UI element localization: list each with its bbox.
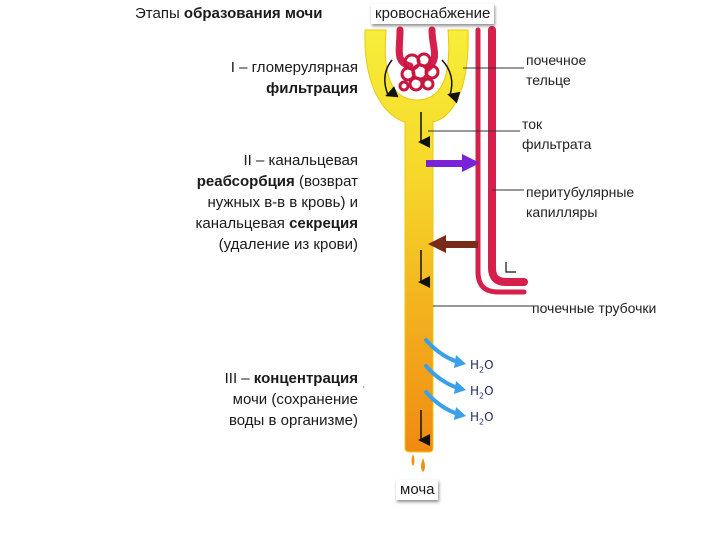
water-label: H2O xyxy=(470,410,494,427)
stage1-label: I – гломерулярная фильтрация xyxy=(230,59,358,97)
peritubular-capillaries-label: перитубулярные капилляры xyxy=(526,184,635,220)
capsule-flow-arrows xyxy=(384,59,461,104)
renal-corpuscle-label: почечное тельце xyxy=(526,52,587,88)
urine-drops xyxy=(411,454,425,472)
blood-supply-label: кровоснабжение xyxy=(371,4,495,24)
secretion-arrow xyxy=(428,235,478,253)
page-title: Этапы образования мочи xyxy=(135,5,323,22)
renal-tubules-label: почечные трубочки xyxy=(532,300,657,316)
stage3-label: III – концентрация мочи (сохранение воды… xyxy=(224,370,358,429)
urine-label: моча xyxy=(396,480,439,500)
water-label: H2O xyxy=(470,358,494,375)
water-label: H2O xyxy=(470,384,494,401)
reabsorption-arrow xyxy=(426,154,480,172)
stage2-label: II – канальцевая реабсорбция (возврат ну… xyxy=(195,152,358,253)
bowman-capsule xyxy=(364,29,469,453)
stray-mark: ’ xyxy=(362,385,365,396)
leader-lines xyxy=(428,67,534,307)
water-arrows xyxy=(424,338,466,420)
glomerulus xyxy=(398,52,440,92)
capillary-return-arrow xyxy=(505,262,516,273)
filtrate-flow-label: ток фильтрата xyxy=(522,116,592,152)
